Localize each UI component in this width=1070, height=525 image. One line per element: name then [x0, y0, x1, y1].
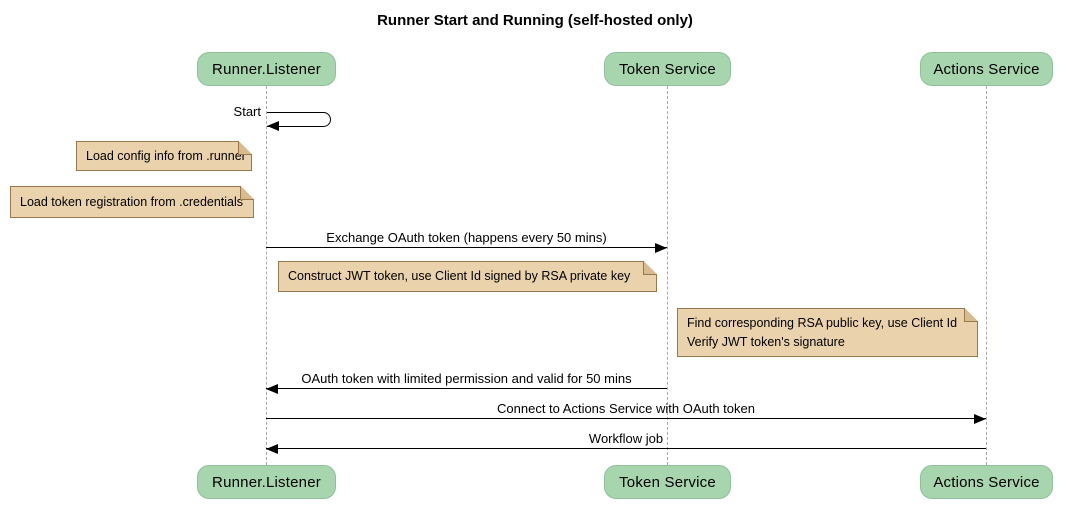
note-load-token-registration: Load token registration from .credential…: [10, 186, 254, 218]
message-oauth-token-return: OAuth token with limited permission and …: [266, 371, 667, 401]
message-label: Exchange OAuth token (happens every 50 m…: [326, 230, 607, 245]
message-line: [266, 418, 986, 419]
message-label: Workflow job: [588, 431, 664, 446]
message-label: OAuth token with limited permission and …: [301, 371, 632, 386]
arrowhead-left-icon: [266, 384, 278, 394]
participant-actions-service-top: Actions Service: [920, 52, 1053, 86]
note-text: Construct JWT token, use Client Id signe…: [288, 269, 631, 284]
message-exchange-oauth-token: Exchange OAuth token (happens every 50 m…: [266, 230, 667, 260]
participant-label: Runner.Listener: [212, 60, 321, 78]
lifeline-token-service: [667, 86, 668, 465]
participant-token-service-bottom: Token Service: [604, 465, 731, 499]
participant-label: Token Service: [619, 60, 716, 78]
participant-label: Runner.Listener: [212, 473, 321, 491]
participant-runner-listener-bottom: Runner.Listener: [197, 465, 336, 499]
note-construct-jwt: Construct JWT token, use Client Id signe…: [278, 261, 657, 292]
message-workflow-job: Workflow job: [266, 431, 986, 461]
participant-runner-listener-top: Runner.Listener: [197, 52, 336, 86]
note-fold-corner-icon: [964, 308, 978, 322]
participant-label: Actions Service: [933, 60, 1040, 78]
message-start-label: Start: [233, 104, 261, 119]
note-text: Load config info from .runner: [86, 148, 246, 163]
note-text: Load token registration from .credential…: [20, 194, 244, 209]
note-text-line-2: Verify JWT token's signature: [687, 334, 845, 349]
message-line: [266, 448, 986, 449]
arrowhead-left-icon: [266, 444, 278, 454]
message-start-loop-line: [267, 112, 331, 127]
lifeline-actions-service: [986, 86, 987, 465]
note-text-line-1: Find corresponding RSA public key, use C…: [687, 316, 958, 331]
message-line: [266, 247, 667, 248]
participant-label: Actions Service: [933, 473, 1040, 491]
note-load-config: Load config info from .runner: [76, 141, 252, 171]
message-label: Connect to Actions Service with OAuth to…: [497, 401, 755, 416]
note-fold-corner-icon: [240, 186, 254, 200]
diagram-title: Runner Start and Running (self-hosted on…: [377, 12, 693, 29]
message-line: [266, 388, 667, 389]
arrowhead-right-icon: [974, 414, 986, 424]
arrowhead-left-icon: [267, 121, 279, 131]
note-fold-corner-icon: [238, 141, 252, 155]
participant-actions-service-bottom: Actions Service: [920, 465, 1053, 499]
participant-label: Token Service: [619, 473, 716, 491]
note-fold-corner-icon: [643, 261, 657, 275]
participant-token-service-top: Token Service: [604, 52, 731, 86]
message-connect-actions-service: Connect to Actions Service with OAuth to…: [266, 401, 986, 431]
note-verify-jwt: Find corresponding RSA public key, use C…: [677, 308, 978, 357]
lifeline-runner-listener: [266, 86, 267, 465]
arrowhead-right-icon: [655, 243, 667, 253]
